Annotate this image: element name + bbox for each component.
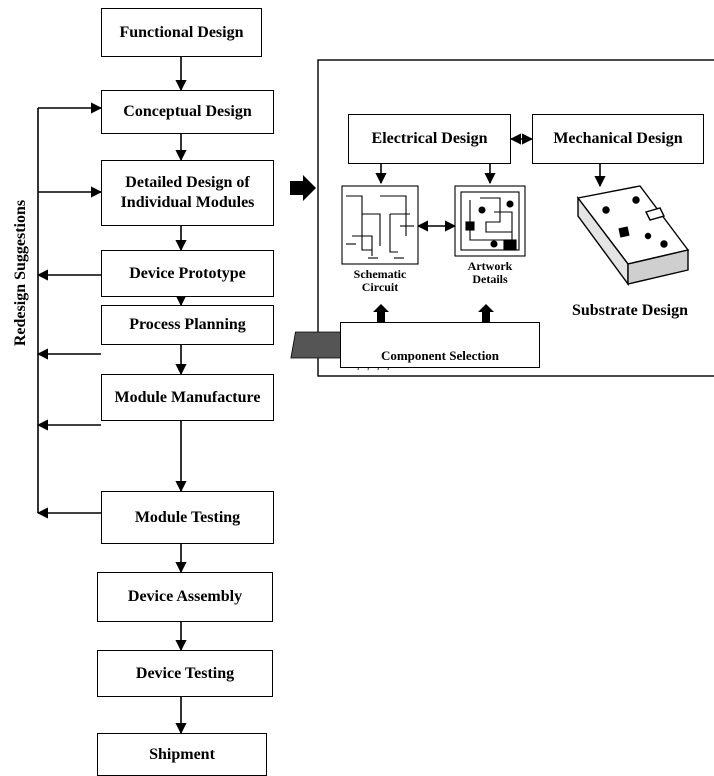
arrow-component-to-artwork <box>478 304 494 322</box>
arrow-component-to-schematic <box>373 304 389 322</box>
shipment-label: Shipment <box>149 745 215 763</box>
detailed-design-label-line1: Detailed Design of <box>125 174 250 191</box>
device-prototype-box[interactable]: Device Prototype <box>101 250 274 297</box>
shipment-box[interactable]: Shipment <box>97 733 267 776</box>
artwork-caption-line1: Artwork <box>467 259 513 273</box>
substrate-design-image <box>576 185 690 287</box>
electrical-design-label: Electrical Design <box>371 130 488 147</box>
device-prototype-label: Device Prototype <box>129 264 246 282</box>
schematic-caption-line2: Circuit <box>361 280 399 294</box>
conceptual-design-label: Conceptual Design <box>123 103 252 120</box>
artwork-details-caption: Artwork Details <box>445 260 535 286</box>
mechanical-design-label: Mechanical Design <box>553 130 683 147</box>
artwork-caption-line2: Details <box>472 272 508 286</box>
big-arrow-to-detail-panel <box>290 175 316 201</box>
component-selection-box[interactable]: Component Selection <box>340 322 540 368</box>
process-planning-box[interactable]: Process Planning <box>101 305 274 345</box>
module-manufacture-box[interactable]: Module Manufacture <box>101 374 274 421</box>
conceptual-design-box[interactable]: Conceptual Design <box>101 90 274 134</box>
module-testing-label: Module Testing <box>134 508 241 526</box>
device-testing-box[interactable]: Device Testing <box>97 650 273 697</box>
process-planning-label: Process Planning <box>129 316 246 333</box>
substrate-design-caption: Substrate Design <box>571 302 688 319</box>
redesign-suggestions-label: Redesign Suggestions <box>12 199 29 347</box>
device-testing-label: Device Testing <box>135 664 235 682</box>
functional-design-label: Functional Design <box>119 23 244 41</box>
mechanical-design-box[interactable]: Mechanical Design <box>532 114 704 164</box>
module-manufacture-label: Module Manufacture <box>114 388 261 406</box>
component-selection-label: Component Selection <box>380 347 500 363</box>
schematic-caption-line1: Schematic <box>353 267 407 281</box>
detail-panel-frame <box>317 59 714 377</box>
device-assembly-label: Device Assembly <box>127 588 243 605</box>
electrical-design-box[interactable]: Electrical Design <box>348 114 511 164</box>
module-testing-box[interactable]: Module Testing <box>101 491 274 544</box>
schematic-circuit-caption: Schematic Circuit <box>332 268 428 294</box>
detailed-design-box[interactable]: Detailed Design of Individual Modules <box>101 160 274 226</box>
detailed-design-label-line2: Individual Modules <box>120 194 255 211</box>
schematic-circuit-image <box>341 185 419 265</box>
artwork-details-image <box>454 185 526 257</box>
functional-design-box[interactable]: Functional Design <box>101 8 262 57</box>
device-assembly-box[interactable]: Device Assembly <box>97 572 273 622</box>
